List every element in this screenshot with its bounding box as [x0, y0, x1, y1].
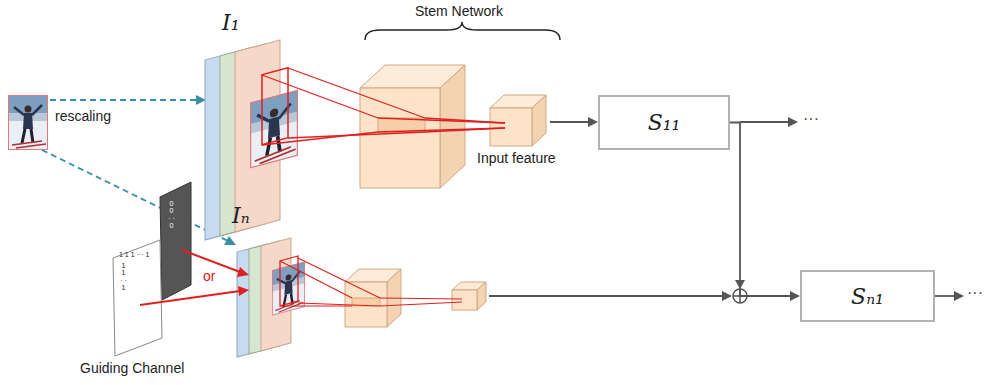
stage-label: Sₙ₁: [851, 284, 884, 309]
input-stack-top: [205, 40, 298, 240]
receptive-field-lines: [262, 68, 505, 145]
scale-label: Iₙ: [232, 203, 250, 228]
channel-label: Guiding Channel: [80, 360, 184, 376]
channel-values: 1 1 · · 1: [120, 262, 127, 291]
arrow-label: rescaling: [55, 108, 111, 124]
input-feature-cube-bottom: [452, 282, 486, 310]
choice-label: or: [203, 268, 215, 284]
stem-title: Stem Network: [415, 3, 503, 19]
scale-label: I₁: [222, 10, 240, 35]
skip-connection: [730, 123, 800, 302]
stem-cube-top: [360, 65, 465, 188]
channel-values: 1 1 1 ··· 1: [119, 251, 149, 259]
photo-thumbnail: [8, 95, 48, 150]
continuation: ···: [803, 110, 819, 128]
stage-label: S₁₁: [648, 110, 681, 135]
guiding-channel: [113, 182, 249, 356]
input-feature-cube-top: [490, 95, 546, 146]
stage-box: S₁₁: [598, 95, 730, 150]
feature-label: Input feature: [477, 150, 556, 166]
receptive-field-lines-bottom: [280, 258, 462, 306]
stem-brace: [365, 22, 560, 40]
continuation: ···: [967, 284, 983, 302]
input-stack-bottom: [237, 238, 305, 357]
stage-box: Sₙ₁: [800, 270, 935, 322]
channel-values: 0 0 · · 0: [168, 200, 175, 229]
